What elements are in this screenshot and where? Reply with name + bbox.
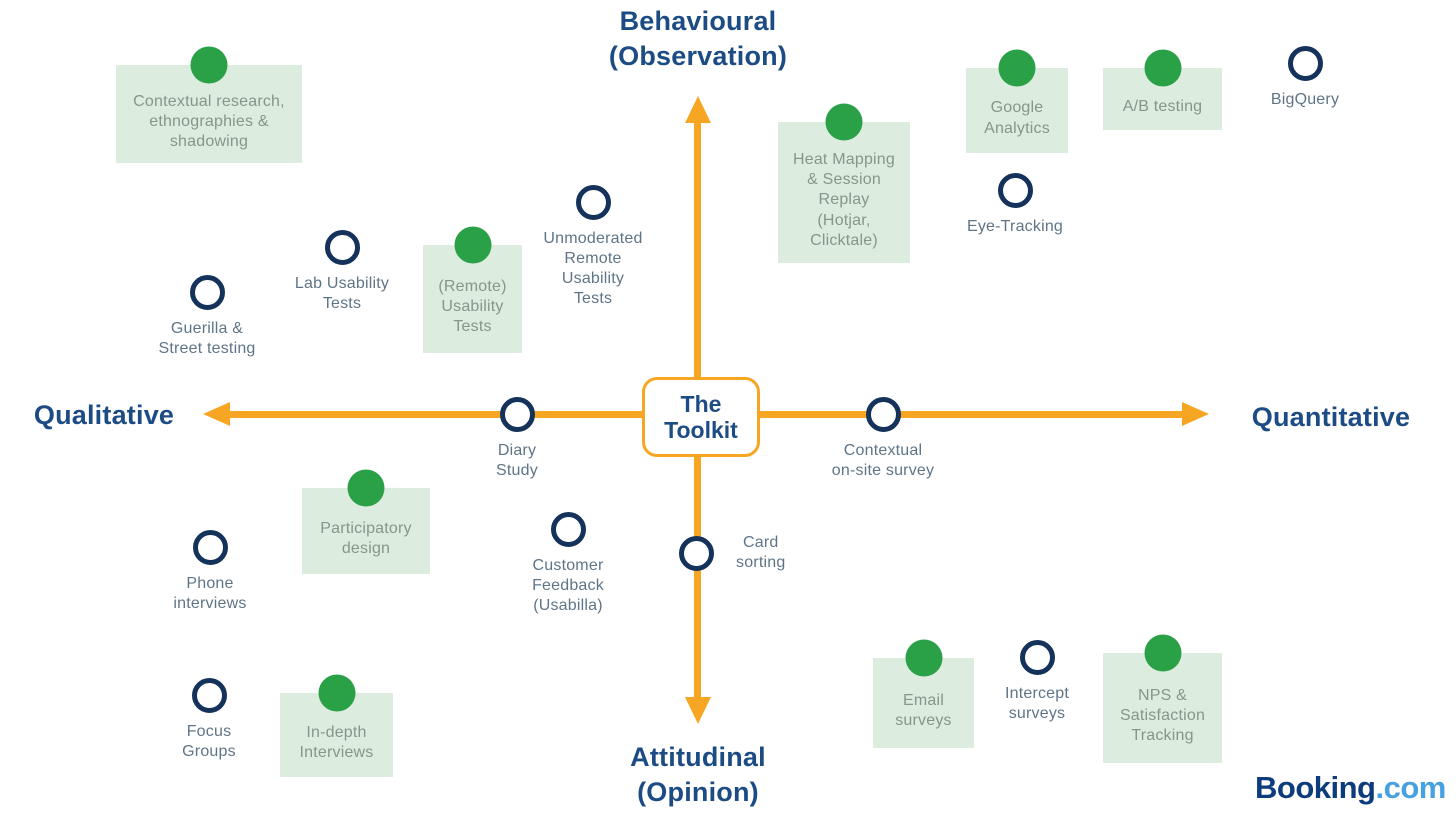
method-contextual-research: Contextual research, ethnographies & sha… [116,46,302,163]
method-remote-usability-tests: (Remote) Usability Tests [423,226,522,353]
method-card-sorting: Card sorting [679,533,785,573]
axis-label-attitudinal: Attitudinal (Opinion) [630,742,766,808]
toolkit-center-box: The Toolkit [642,377,760,457]
method-label: Google Analytics [984,99,1050,137]
method-label: Guerilla & Street testing [158,320,256,358]
axis-arrow-up-icon [685,96,711,123]
open-circle-icon [997,173,1033,208]
method-lab-usability-tests: Lab Usability Tests [276,230,408,314]
open-circle-icon [499,397,535,432]
green-dot-icon [347,469,385,507]
open-circle-icon [679,535,714,571]
booking-logo: Booking.com [1255,770,1446,806]
method-participatory-design: Participatory design [302,469,430,574]
axis-label-quantitative: Quantitative [1251,402,1411,432]
method-eye-tracking: Eye-Tracking [945,173,1085,237]
method-unmoderated-remote-usability-tests: Unmoderated Remote Usability Tests [528,185,658,310]
method-email-surveys: Email surveys [873,639,974,748]
method-intercept-surveys: Intercept surveys [967,640,1107,724]
method-contextual-onsite-survey: Contextual on-site survey [808,397,958,481]
open-circle-icon [189,275,225,310]
green-dot-icon [1144,49,1181,87]
method-heat-mapping-session-replay: Heat Mapping & Session Replay (Hotjar, C… [778,103,910,263]
method-label: Card sorting [736,534,786,572]
method-bigquery: BigQuery [1245,46,1365,110]
booking-logo-brand: Booking [1255,770,1376,805]
open-circle-icon [575,185,611,220]
green-dot-icon [190,46,228,84]
method-label: Contextual on-site survey [831,442,935,480]
green-dot-icon [825,103,863,141]
method-label: Lab Usability Tests [294,275,390,313]
method-label: Participatory design [320,519,412,557]
method-ab-testing: A/B testing [1103,49,1222,130]
green-dot-icon [1144,634,1181,672]
method-google-analytics: Google Analytics [966,49,1068,153]
method-label: Customer Feedback (Usabilla) [532,557,604,615]
open-circle-icon [550,512,586,547]
open-circle-icon [192,530,228,565]
method-label: Phone interviews [173,575,247,613]
method-label: Eye-Tracking [966,218,1064,235]
green-dot-icon [454,226,491,264]
method-label: Diary Study [496,442,538,480]
method-label: Email surveys [895,691,952,729]
open-circle-icon [1019,640,1055,675]
method-guerilla-street-testing: Guerilla & Street testing [137,275,277,359]
method-in-depth-interviews: In-depth Interviews [280,674,393,777]
method-focus-groups: Focus Groups [139,678,279,762]
open-circle-icon [191,678,227,713]
axis-arrow-down-icon [685,697,711,724]
method-customer-feedback-usabilla: Customer Feedback (Usabilla) [503,512,633,616]
booking-logo-tld: .com [1375,770,1447,805]
method-label: A/B testing [1122,97,1203,115]
method-phone-interviews: Phone interviews [140,530,280,614]
method-label: In-depth Interviews [299,723,374,761]
open-circle-icon [1287,46,1323,81]
method-label: Contextual research, ethnographies & sha… [133,92,285,151]
green-dot-icon [998,49,1036,87]
open-circle-icon [865,397,901,432]
method-label: NPS & Satisfaction Tracking [1119,686,1206,745]
method-label: Intercept surveys [1004,685,1070,723]
method-label: BigQuery [1270,91,1340,108]
axis-arrow-left-icon [203,402,230,426]
green-dot-icon [905,639,942,677]
axis-label-qualitative: Qualitative [33,400,175,430]
method-label: Heat Mapping & Session Replay (Hotjar, C… [792,151,896,249]
method-diary-study: Diary Study [467,397,567,481]
method-label: (Remote) Usability Tests [438,277,507,336]
axis-arrow-right-icon [1182,402,1209,426]
axis-label-behavioural: Behavioural (Observation) [608,6,788,72]
method-nps-satisfaction-tracking: NPS & Satisfaction Tracking [1103,634,1222,763]
green-dot-icon [318,674,355,712]
open-circle-icon [324,230,360,265]
method-label: Unmoderated Remote Usability Tests [543,230,643,308]
method-label: Focus Groups [182,723,236,761]
